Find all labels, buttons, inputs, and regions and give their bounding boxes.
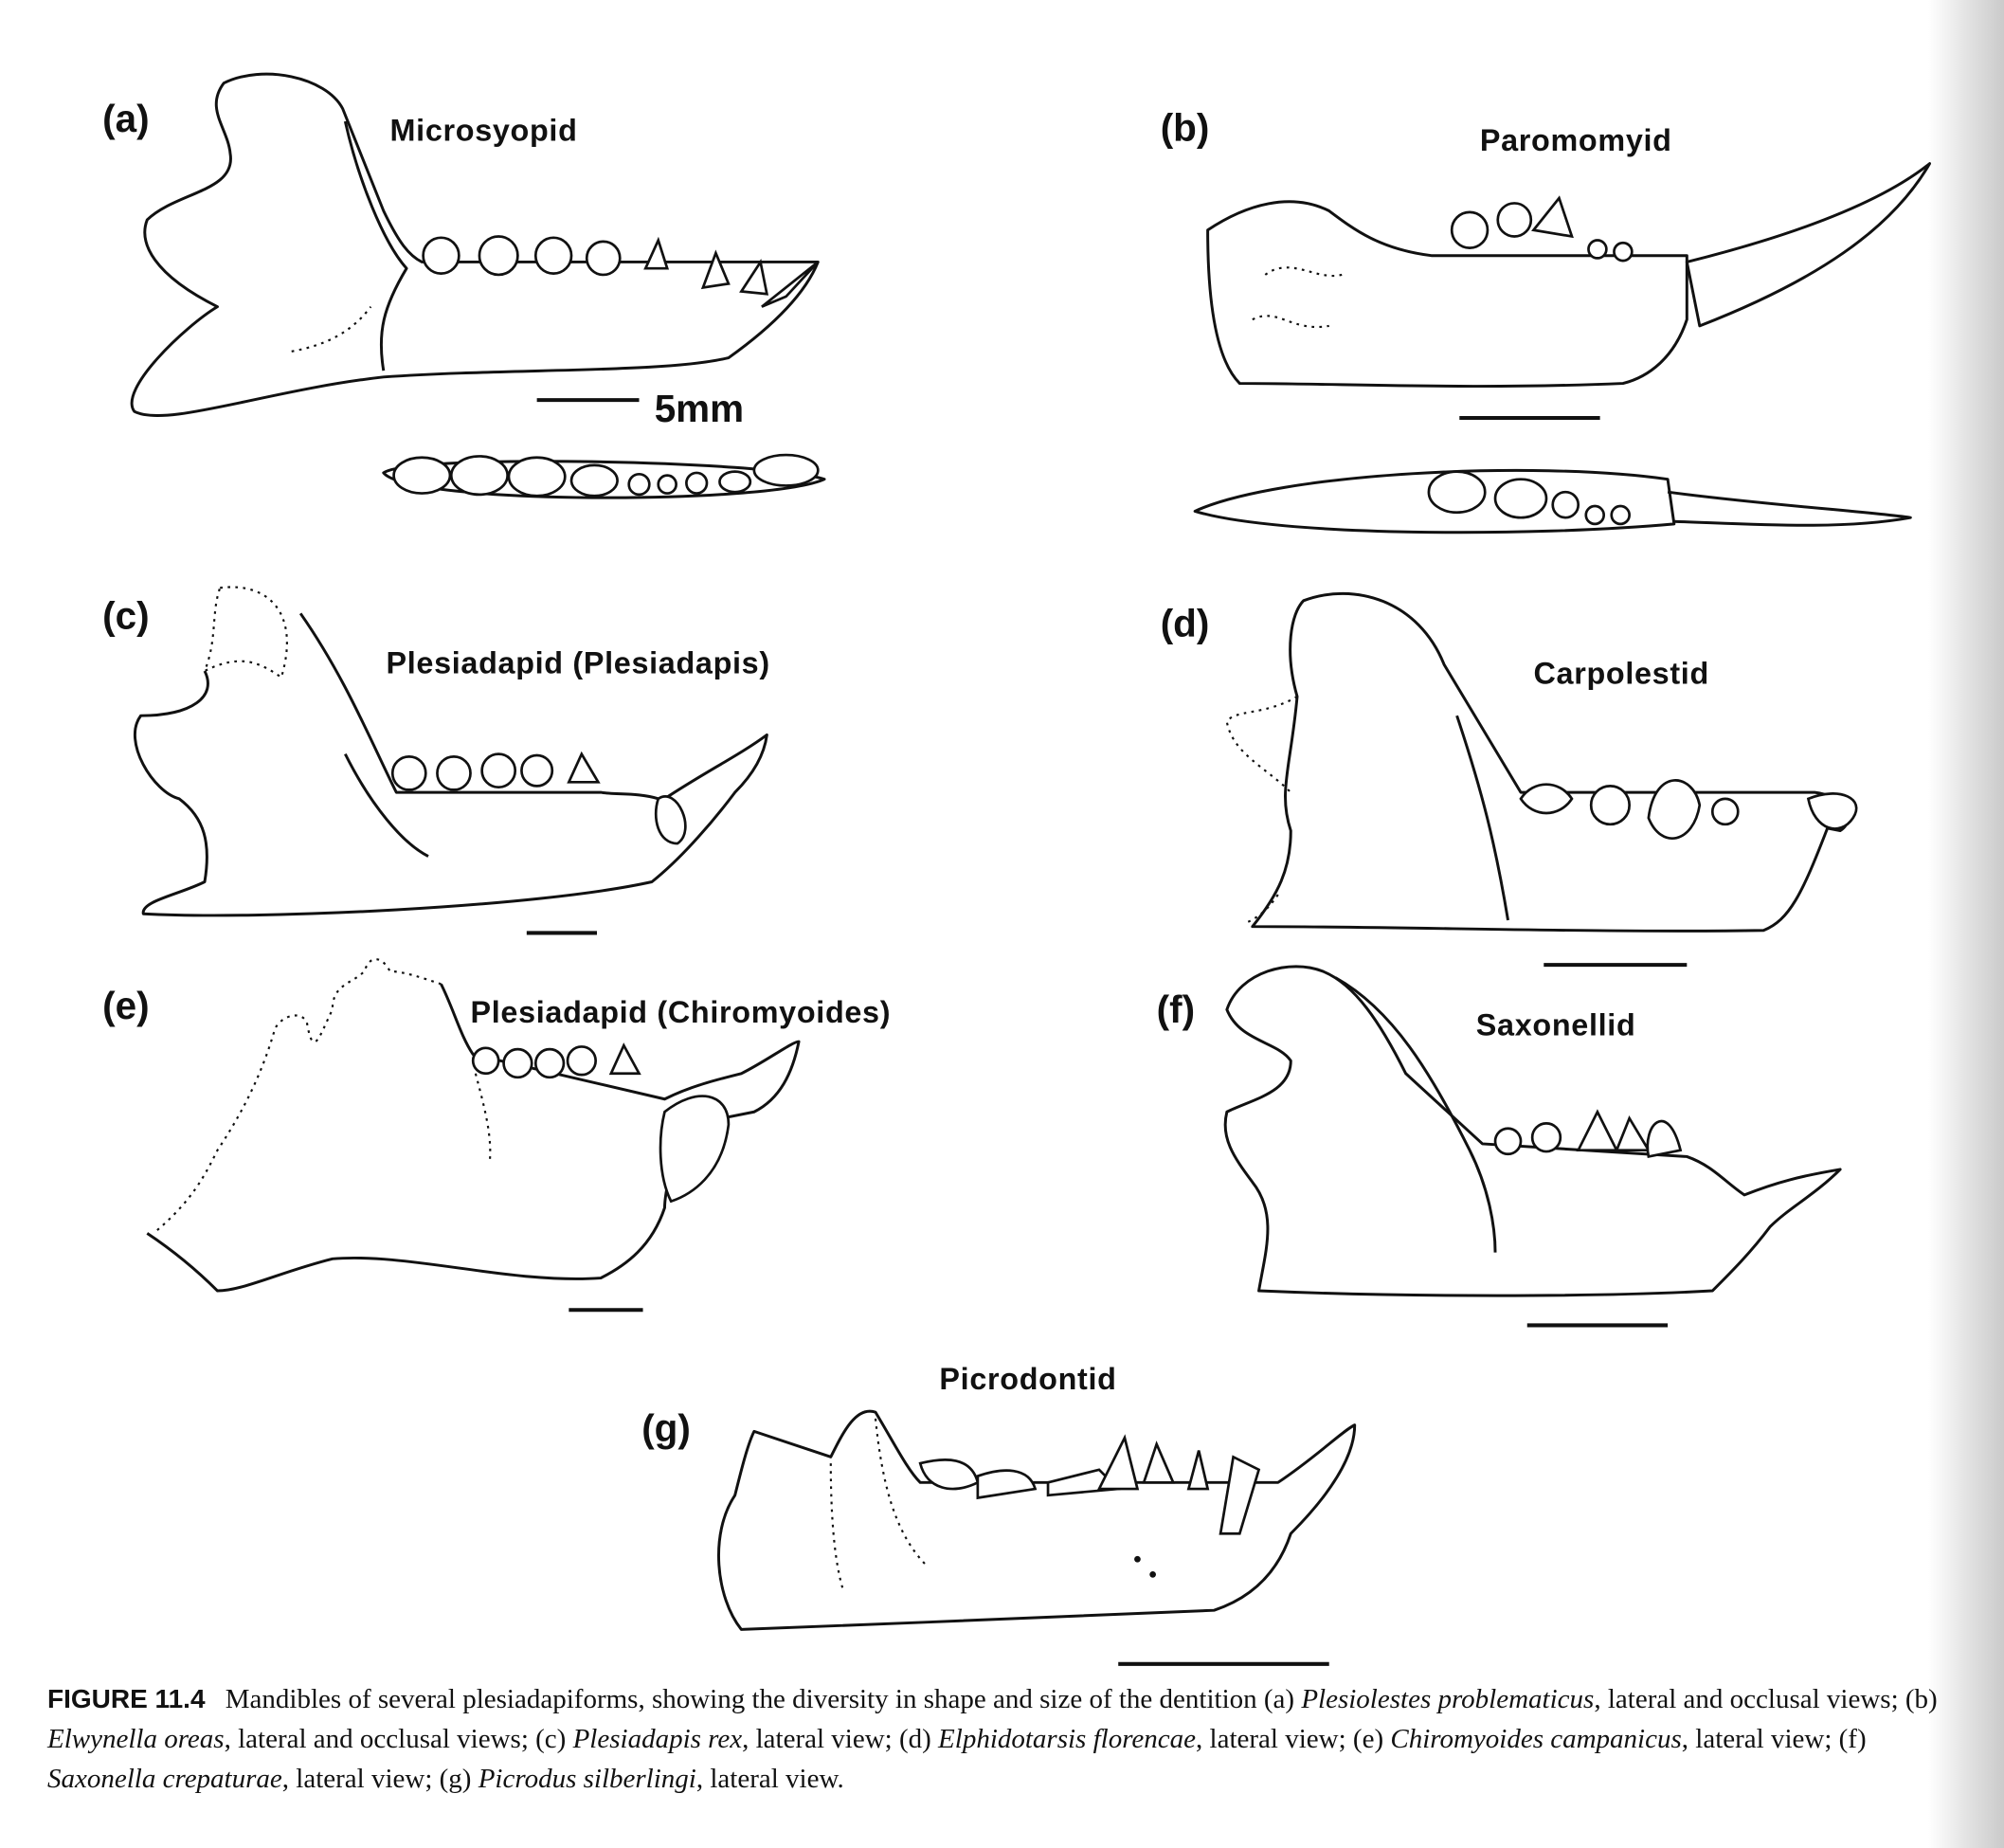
panel-d-name: Carpolestid xyxy=(1533,656,1708,690)
panel-e-name: Plesiadapid (Chiromyoides) xyxy=(471,995,892,1029)
mandible-g-lateral xyxy=(717,1409,1357,1666)
panel-b-name: Paromomyid xyxy=(1480,123,1672,157)
view-c: , lateral view; (d) xyxy=(742,1724,931,1754)
panel-f-label: (f) xyxy=(1157,987,1195,1031)
species-e: Chiromyoides campanicus xyxy=(1390,1724,1682,1754)
scan-shadow xyxy=(1928,0,2004,1848)
figure-caption: FIGURE 11.4 Mandibles of several plesiad… xyxy=(47,1679,1976,1799)
view-f: , lateral view; (g) xyxy=(281,1764,472,1794)
mandible-d-lateral xyxy=(1225,591,1858,968)
species-d: Elphidotarsis florencae xyxy=(938,1724,1197,1754)
mandible-b-occlusal xyxy=(1193,468,1912,534)
teeth-a xyxy=(422,235,820,308)
panel-g-label: (g) xyxy=(641,1406,691,1450)
panel-d-label: (d) xyxy=(1161,602,1210,645)
view-g: , lateral view. xyxy=(695,1764,844,1794)
panel-a-name: Microsyopid xyxy=(390,113,578,147)
panel-c-name: Plesiadapid (Plesiadapis) xyxy=(387,646,770,680)
species-a: Plesiolestes problematicus xyxy=(1301,1684,1595,1714)
species-c: Plesiadapis rex xyxy=(572,1724,743,1754)
species-b: Elwynella oreas xyxy=(47,1724,225,1754)
view-e: , lateral view; (f) xyxy=(1681,1724,1867,1754)
panel-c-label: (c) xyxy=(102,593,149,637)
view-d: , lateral view; (e) xyxy=(1196,1724,1384,1754)
panel-e-label: (e) xyxy=(102,984,149,1027)
mandible-a-occlusal xyxy=(382,453,826,499)
mandible-a-lateral xyxy=(130,72,820,418)
species-f: Saxonella crepaturae xyxy=(47,1764,282,1794)
mandible-c-lateral xyxy=(134,586,768,935)
panel-b-label: (b) xyxy=(1161,105,1210,149)
mandible-b-lateral xyxy=(1206,162,1932,420)
figure-label: FIGURE 11.4 xyxy=(47,1684,206,1713)
mandible-e-lateral xyxy=(146,958,801,1313)
caption-intro: Mandibles of several plesiadapiforms, sh… xyxy=(225,1684,1295,1714)
panel-f-name: Saxonellid xyxy=(1476,1007,1636,1042)
view-b: , lateral and occlusal views; (c) xyxy=(224,1724,567,1754)
panel-g-name: Picrodontid xyxy=(939,1362,1116,1396)
scale-label: 5mm xyxy=(655,387,744,430)
species-g: Picrodus silberlingi xyxy=(478,1764,696,1794)
view-a: , lateral and occlusal views; (b) xyxy=(1594,1684,1938,1714)
mandible-f-lateral xyxy=(1223,965,1842,1328)
panel-a-label: (a) xyxy=(102,97,149,140)
